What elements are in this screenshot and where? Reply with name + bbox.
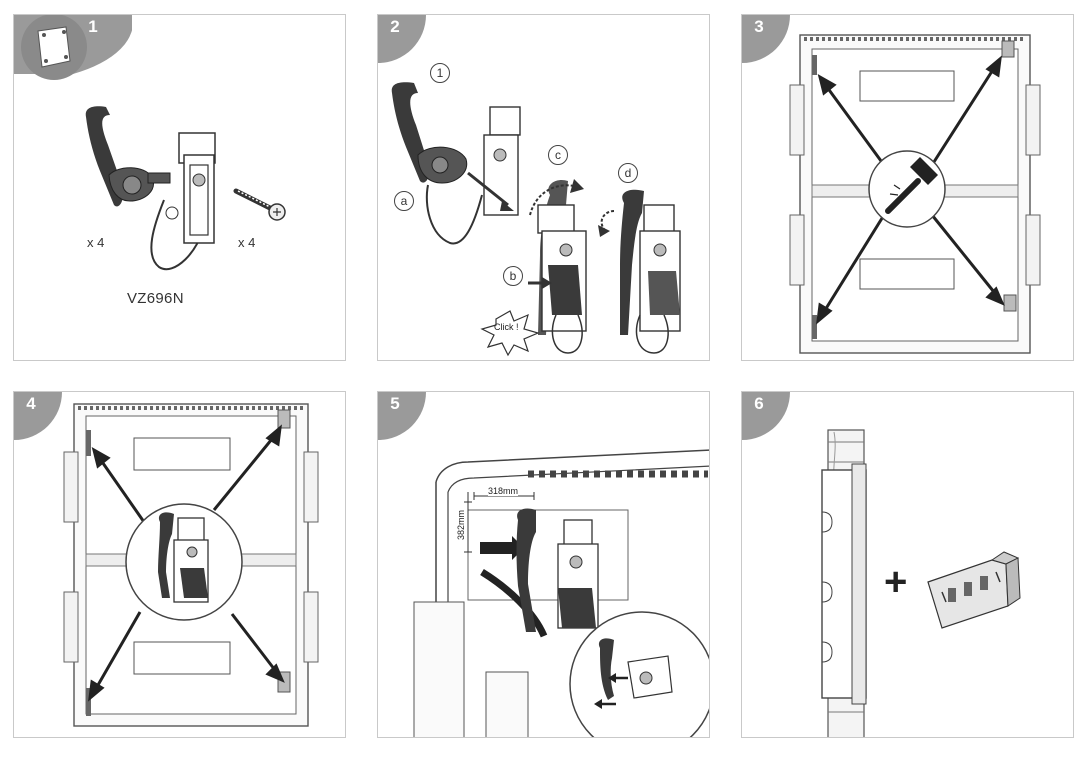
claw-detail-icon <box>594 638 673 709</box>
step5-install-illustration <box>413 449 709 737</box>
claw-mounted-icon <box>480 179 587 357</box>
step-number: 1 <box>88 17 98 36</box>
screw-quantity: x 4 <box>238 235 256 250</box>
step1-parts-illustration <box>21 15 286 271</box>
claw-mounted-icon <box>516 508 599 632</box>
claw-assembly-icon <box>391 82 521 245</box>
bracket-icon <box>927 551 1021 629</box>
step6-wall-mount-illustration <box>821 429 1021 737</box>
width-dimension: 318mm <box>488 486 519 496</box>
step-tab: 3 <box>742 15 860 74</box>
step-panel-3: 3 <box>741 14 1074 361</box>
model-number: VZ696N <box>127 290 184 307</box>
arrow-icon <box>480 536 548 638</box>
callout-1: 1 <box>430 63 450 83</box>
step-tab: 6 <box>742 392 860 451</box>
step-tab: 2 <box>378 15 496 74</box>
step2-assembly-illustration <box>391 82 681 357</box>
claw-final-icon <box>598 189 681 354</box>
step-number: 4 <box>26 394 36 413</box>
step3-break-tabs-illustration <box>789 34 1041 354</box>
enclosure-corner-icon <box>413 449 709 737</box>
height-dimension: 382mm <box>456 509 466 540</box>
arrow-icons <box>816 55 1005 325</box>
step4-fit-claws-illustration <box>63 403 319 727</box>
click-label: Click ! <box>494 322 519 332</box>
callout-d: d <box>618 163 638 183</box>
step-panel-1: 1 x 4 x 4 VZ696N <box>13 14 346 361</box>
step-panel-6: 6 + <box>741 391 1074 738</box>
screw-icon <box>233 188 286 221</box>
callout-b: b <box>503 266 523 286</box>
hammer-icon <box>885 157 938 214</box>
step-tab: 5 <box>378 392 496 451</box>
mounting-claw-icon <box>85 106 216 271</box>
step-number: 6 <box>754 394 764 413</box>
bracket-quantity: x 4 <box>87 235 105 250</box>
step-tab: 4 <box>14 392 132 451</box>
step-number: 2 <box>390 17 400 36</box>
arrow-icons <box>88 424 285 702</box>
wall-section-icon <box>821 429 867 737</box>
callout-c: c <box>548 145 568 165</box>
step-number: 3 <box>754 17 764 36</box>
plus-symbol: + <box>884 560 908 604</box>
step-panel-5: 5 <box>377 391 710 738</box>
claw-mounted-icon <box>158 512 209 603</box>
step-panel-2: 2 <box>377 14 710 361</box>
step-panel-4: 4 <box>13 391 346 738</box>
step-number: 5 <box>390 394 400 413</box>
callout-a: a <box>394 191 414 211</box>
